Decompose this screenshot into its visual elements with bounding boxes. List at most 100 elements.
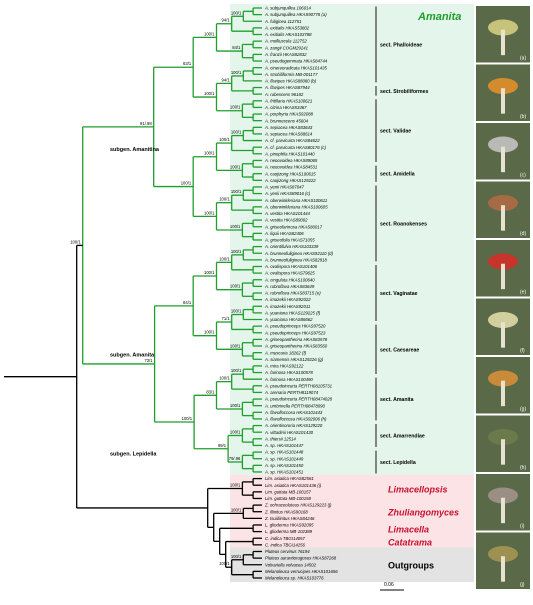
specimen-cap [488,19,518,36]
support-value: 100/1 [182,416,193,421]
specimen-stipe [501,380,505,407]
support-value: 100/1 [230,483,241,488]
specimen-stipe [501,497,505,524]
taxon-label: A. caojizong HKAS129222 [264,178,316,183]
taxon-label: Z. ochraceoluteus HKAS129223 (j) [264,503,332,508]
support-value: 100/1 [219,561,230,566]
taxon-label: A. sepiacea HKAS68614 [264,132,313,137]
support-value: 100/1 [219,197,230,202]
taxon-label: L. glioderma HKAS92095 [265,523,314,528]
taxon-label: A. griseopantherina HKAS83560 [264,344,328,349]
taxon-label: A. muscaria 18262 (f) [264,350,307,355]
taxon-label: A. ovalispora HKAS101406 [264,264,318,269]
taxon-label: C. indica TBGI14057 [265,536,305,541]
taxon-label: A. cf. parvicurta HKAS80176 (c) [264,145,326,150]
scale-bar-label: 0.06 [384,582,394,588]
taxon-label: A. imazekii HKAS92022 [264,297,311,302]
section-label: sect. Lepidella [380,460,416,466]
support-value: 94/1 [222,77,231,82]
taxon-label: Lim. guttata MB-100158 [265,496,311,501]
support-value: 84/1 [183,300,192,305]
taxon-label: A. vestita HKAS89002 [264,218,308,223]
support-value: 100/1 [230,343,241,348]
specimen-stipe [501,556,505,582]
taxon-label: A. mira HKAS92122 [264,364,304,369]
taxon-label: Melanoleuca verrucipes HKAS101656 [265,569,338,574]
support-value: 63/1 [183,61,192,66]
taxon-label: A. thiersii 12514 [264,436,296,441]
specimen-cap [488,370,518,387]
support-value: 100/1 [230,430,241,435]
taxon-label: A. pseudoincurta PERTH08474028 [264,397,333,402]
taxon-label: A. siamensis HKAS129226 (g) [264,357,324,362]
taxon-label: A. pseudogemmata HKAS84744 [264,59,328,64]
taxon-label: A. brunneofuliginea HKAS82918 [264,257,327,262]
taxon-label: A. pinophila HKAS101440 [264,151,315,156]
photo-label: (d) [520,231,526,237]
photo-label: (i) [520,524,525,530]
group-title-limacella: Limacella [388,524,429,534]
photo-label: (a) [520,56,526,62]
support-value: 100/1 [181,181,192,186]
taxon-label: A. cinereoradicata HKAS101435 [264,65,327,70]
taxon-label: A. arenaria PERTH8119074 [264,390,319,395]
taxon-label: A. griseopantherina HKAS83578 [264,337,328,342]
subgenus-label: subgen. Amanitina [110,147,160,153]
taxon-label: A. griseofarinosa HKAS80017 [264,224,323,229]
taxon-label: A. neoovoidea HKAS84531 [264,165,318,170]
taxon-label: A. flavipes HKAS87944 [264,85,310,90]
section-label: sect. Roanokenses [380,221,427,227]
support-value: 100/1 [231,554,242,559]
support-value: 100/1 [219,137,230,142]
support-value: 100/1 [230,224,241,229]
taxon-label: A. flavofloccosa HKAS101443 [264,410,323,415]
taxon-label: A. pseudoprinceps HKAS97523 [264,330,326,335]
specimen-cap [488,253,518,270]
photo-label: (b) [520,114,526,120]
specimen-cap [488,545,518,562]
taxon-label: A. sp. HKAS101448 [264,450,304,455]
support-value: 84/1 [232,45,241,50]
taxon-label: A. umbrinella PERTH08478090 [264,403,325,408]
support-value: 100/1 [230,403,241,408]
support-value: 100/1 [70,239,81,244]
taxon-label: A. exitialis HKAS103788 [264,32,312,37]
taxon-label: A. brunnescens 45604 [264,118,309,123]
photo-label: (h) [520,465,526,471]
support-value: 100/1 [231,189,242,194]
support-value: 100/1 [204,270,215,275]
taxon-label: A. ovalispora HKAS79625 [264,271,315,276]
specimen-cap [488,428,518,445]
taxon-label: A. pseudoincurta PERTH08105731 [264,383,333,388]
support-value: 100/1 [231,249,242,254]
taxon-label: C. indica TBGI14256 [265,542,305,547]
taxon-label: A. exitialis HKAS53802 [264,25,310,30]
photo-label: (g) [520,407,526,413]
taxon-label: A. farinosa HKAS100578 [264,370,313,375]
support-value: 100/1 [231,10,242,15]
specimen-cap [488,136,518,153]
section-label: sect. Vaginatae [380,291,418,297]
support-value: 100/1 [231,70,242,75]
taxon-label: A. sp. HKAS101449 [264,456,304,461]
taxon-label: A. porphyria HKAS92088 [264,112,314,117]
specimen-cap [488,311,518,328]
taxon-label: Lim. asiatica HKAS82561 [265,476,314,481]
taxon-label: A. franzii HKAS82832 [264,52,307,57]
taxon-label: Lim. asiatica HKAS101436 (i) [265,483,322,488]
taxon-label: Volvariella volvacea 14502 [265,562,317,567]
group-band-outgroups [230,547,474,582]
taxon-label: A. vittadinii HKAS101430 [264,430,314,435]
taxon-label: A. fritillaria HKAS100621 [264,98,313,103]
section-label: sect. Strobiliformes [380,89,429,95]
group-title-limacellopsis: Limacellopsis [388,485,448,495]
section-label: sect. Phalloideae [380,42,422,48]
support-value: 91/.98 [140,121,152,126]
support-value: 71/1 [222,316,231,321]
support-value: 99/1 [218,443,227,448]
taxon-label: A. citrina HKAS53467 [264,105,307,110]
specimen-stipe [501,439,505,465]
taxon-label: A. griseofolia HKAS71055 [264,238,315,243]
